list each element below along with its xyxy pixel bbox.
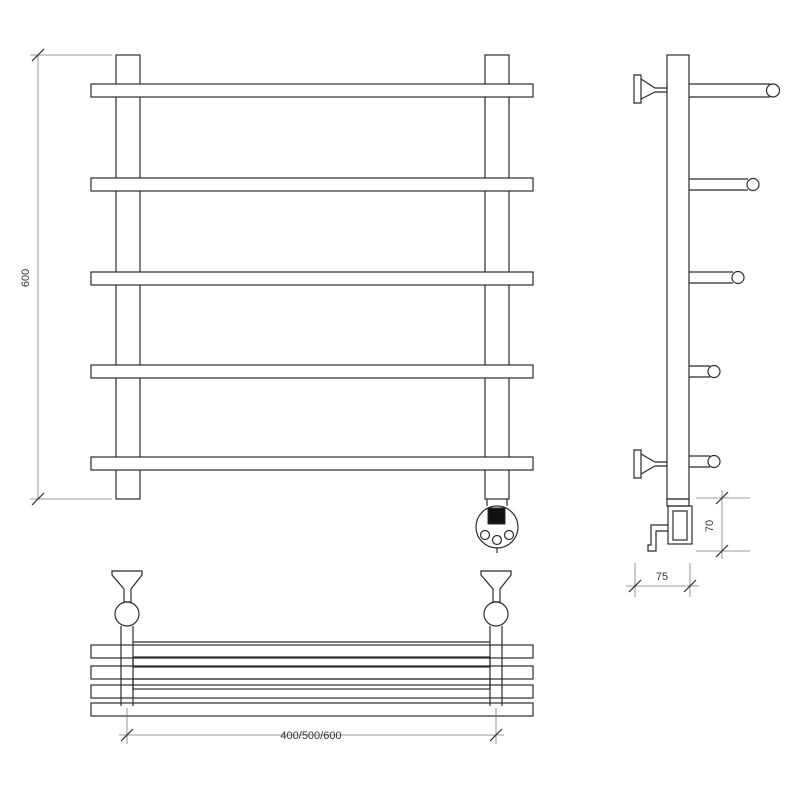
width-dimension: 400/500/600	[119, 708, 504, 744]
connector-height-label: 70	[704, 520, 716, 532]
side-rail	[689, 455, 710, 468]
top-right-bracket	[480, 570, 512, 706]
heating-element	[475, 499, 519, 553]
top-view	[90, 570, 534, 717]
side-rail	[689, 365, 710, 378]
connector-height-dimension: 70	[696, 490, 750, 559]
height-dimension-label: 600	[20, 269, 32, 287]
front-rung	[90, 271, 534, 286]
side-rail	[689, 178, 748, 191]
side-rail-end	[765, 83, 781, 98]
side-rails	[689, 83, 781, 469]
side-view	[633, 54, 781, 552]
control-button-icon	[491, 534, 503, 546]
thermostat-display	[487, 507, 506, 525]
top-rail	[90, 665, 534, 680]
front-rung	[90, 364, 534, 379]
top-rail	[90, 702, 534, 717]
top-rails	[90, 644, 534, 717]
front-rung	[90, 177, 534, 192]
width-dimension-label: 400/500/600	[280, 730, 341, 742]
side-rail	[689, 83, 770, 98]
side-rail-end	[746, 177, 760, 192]
side-post	[666, 54, 690, 500]
control-button-icon	[479, 529, 491, 541]
side-rail-end	[707, 454, 721, 469]
side-rail-end	[731, 270, 745, 285]
front-rungs	[90, 83, 534, 471]
depth-dimension: 75	[626, 563, 699, 597]
front-rung	[90, 83, 534, 98]
top-left-bracket	[111, 570, 143, 706]
front-rung	[90, 456, 534, 471]
side-rail-end	[707, 364, 721, 379]
top-rail	[90, 644, 534, 659]
height-dimension: 600	[20, 48, 112, 506]
control-button-icon	[503, 529, 515, 541]
depth-dimension-label: 75	[656, 571, 668, 583]
upper-wall-bracket	[633, 74, 667, 104]
front-view	[90, 54, 534, 553]
lower-wall-bracket	[633, 449, 667, 479]
side-connector	[647, 498, 693, 552]
top-rail	[90, 684, 534, 699]
side-rail	[689, 271, 733, 284]
